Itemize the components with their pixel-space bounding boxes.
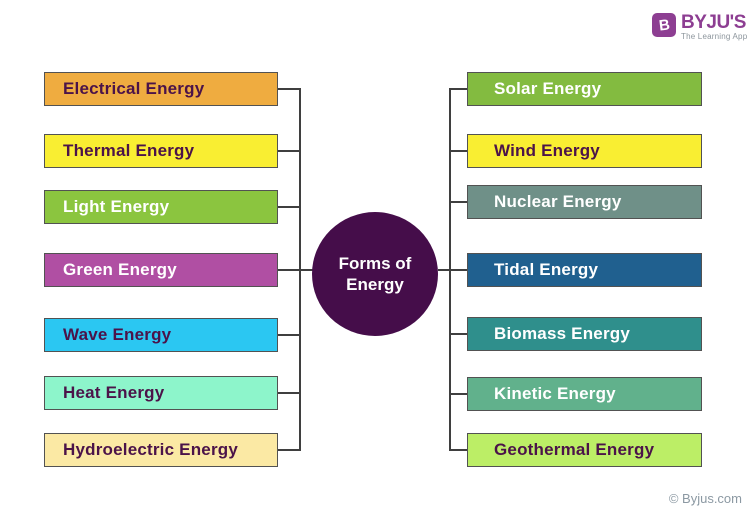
node-wave-energy: Wave Energy xyxy=(44,318,278,352)
node-green-energy: Green Energy xyxy=(44,253,278,287)
node-thermal-energy: Thermal Energy xyxy=(44,134,278,168)
connector-geothermal-stub xyxy=(450,449,467,451)
node-hydroelectric-energy: Hydroelectric Energy xyxy=(44,433,278,467)
node-heat-energy: Heat Energy xyxy=(44,376,278,410)
connector-wind-stub xyxy=(450,150,467,152)
node-geothermal-energy: Geothermal Energy xyxy=(467,433,702,467)
node-electrical-energy: Electrical Energy xyxy=(44,72,278,106)
copyright-text: © Byjus.com xyxy=(668,491,742,506)
connector-solar-stub xyxy=(450,88,467,90)
connector-light-stub xyxy=(278,206,301,208)
connector-left-trunk xyxy=(299,88,301,451)
node-kinetic-energy: Kinetic Energy xyxy=(467,377,702,411)
center-node-forms-of-energy: Forms of Energy xyxy=(312,212,438,336)
node-biomass-energy: Biomass Energy xyxy=(467,317,702,351)
connector-thermal-stub xyxy=(278,150,301,152)
node-tidal-energy: Tidal Energy xyxy=(467,253,702,287)
node-light-energy: Light Energy xyxy=(44,190,278,224)
connector-right-trunk xyxy=(449,88,451,451)
node-solar-energy: Solar Energy xyxy=(467,72,702,106)
byjus-tagline: The Learning App xyxy=(681,32,748,41)
byjus-brand-name: BYJU'S xyxy=(681,12,746,33)
byjus-logo: B BYJU'S The Learning App xyxy=(652,13,747,41)
connector-nuclear-stub xyxy=(450,201,467,203)
connector-green-to-center xyxy=(278,269,314,271)
connector-kinetic-stub xyxy=(450,393,467,395)
connector-heat-stub xyxy=(278,392,301,394)
byjus-icon-letter: B xyxy=(657,15,671,35)
connector-hydroelectric-stub xyxy=(278,449,301,451)
byjus-app-icon: B xyxy=(652,13,676,37)
connector-electrical-stub xyxy=(278,88,301,90)
byjus-logo-text: BYJU'S The Learning App xyxy=(681,13,747,41)
node-nuclear-energy: Nuclear Energy xyxy=(467,185,702,219)
connector-center-to-tidal xyxy=(438,269,467,271)
center-node-label: Forms of Energy xyxy=(338,254,412,294)
connector-wave-stub xyxy=(278,334,301,336)
connector-biomass-stub xyxy=(450,333,467,335)
node-wind-energy: Wind Energy xyxy=(467,134,702,168)
